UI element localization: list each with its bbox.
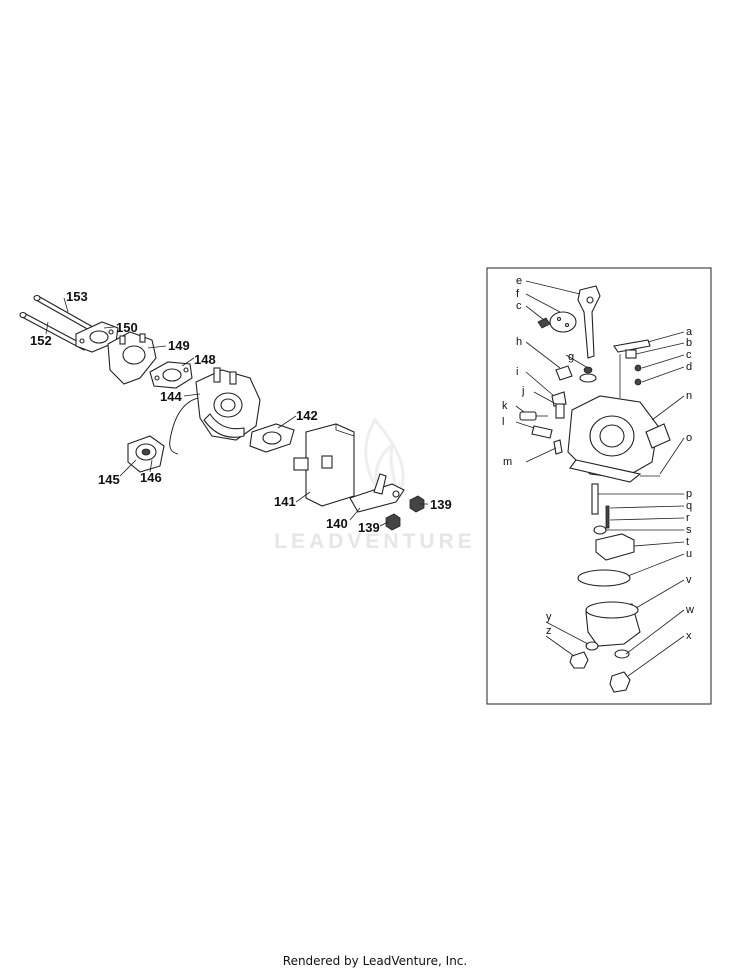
part-b-c-d: [619, 349, 642, 398]
main-leader-lines: [45, 297, 428, 527]
callout-q: q: [686, 500, 692, 512]
part-p: [591, 483, 599, 515]
part-e: [577, 285, 601, 359]
gasket-142: [249, 423, 295, 453]
part-l: [531, 425, 553, 439]
callout-148: 148: [194, 352, 216, 367]
callout-p: p: [686, 488, 692, 500]
bracket-140: [349, 473, 405, 513]
part-m: [553, 439, 563, 455]
part-h: [555, 365, 573, 381]
callout-w: w: [685, 604, 694, 616]
callout-e: e: [516, 275, 522, 287]
part-u: [577, 569, 631, 587]
callout-c-right: c: [686, 349, 692, 361]
air-box-141: [293, 423, 355, 507]
callout-l: l: [502, 416, 504, 428]
carburetor-144: [169, 367, 261, 455]
callout-a: a: [686, 326, 693, 338]
callout-d: d: [686, 361, 692, 373]
watermark-text: LEADVENTURE: [274, 530, 476, 553]
callout-150: 150: [116, 320, 138, 335]
gasket-148: [149, 361, 193, 389]
part-f: [549, 311, 577, 333]
callout-142: 142: [296, 408, 318, 423]
callout-o: o: [686, 432, 692, 444]
callout-149: 149: [168, 338, 190, 353]
callout-i: i: [516, 366, 518, 378]
callout-v: v: [686, 574, 692, 586]
fitting-145-146: [127, 435, 165, 473]
callout-153: 153: [66, 289, 88, 304]
callout-j: j: [521, 385, 524, 397]
part-x: [609, 671, 631, 693]
callout-z: z: [546, 625, 552, 637]
part-t: [595, 533, 635, 561]
callout-140: 140: [326, 516, 348, 531]
callout-t: t: [686, 536, 689, 548]
part-a: [613, 339, 651, 353]
callout-n: n: [686, 390, 692, 402]
callout-b: b: [686, 337, 692, 349]
main-exploded-view: 153 152 150 149 148 144 142 145 146 141 …: [19, 289, 452, 535]
callout-144: 144: [160, 389, 182, 404]
callout-146: 146: [140, 470, 162, 485]
callout-m: m: [503, 456, 512, 468]
callout-f: f: [516, 288, 520, 300]
callout-g: g: [568, 351, 574, 363]
footer-credit: Rendered by LeadVenture, Inc.: [282, 954, 468, 968]
inset-carburetor-detail: e f c h g i j k l m a b c d n o p q r s …: [486, 267, 712, 705]
watermark-logo: [364, 417, 405, 501]
callout-139-b: 139: [358, 520, 380, 535]
part-n-body: [567, 395, 671, 483]
callout-145: 145: [98, 472, 120, 487]
part-g: [579, 366, 597, 383]
part-v: [585, 601, 641, 647]
part-q-r: [605, 505, 610, 529]
callout-141: 141: [274, 494, 296, 509]
callout-152: 152: [30, 333, 52, 348]
nut-139b: [385, 513, 401, 531]
callout-x: x: [686, 630, 692, 642]
part-z: [569, 651, 589, 669]
callout-k: k: [502, 400, 508, 412]
callout-u: u: [686, 548, 692, 560]
part-y: [585, 641, 599, 651]
part-k: [519, 411, 548, 421]
part-s: [593, 525, 607, 535]
spacer-149: [107, 331, 157, 385]
callout-y: y: [546, 611, 552, 623]
callout-r: r: [686, 512, 690, 524]
nut-139a: [409, 495, 425, 513]
stud-152: [19, 311, 87, 351]
callout-h: h: [516, 336, 522, 348]
callout-139-a: 139: [430, 497, 452, 512]
callout-s: s: [686, 524, 692, 536]
inset-leader-lines: [515, 280, 685, 677]
part-w: [614, 649, 630, 659]
callout-c-upper: c: [516, 300, 522, 312]
part-j: [555, 403, 565, 419]
